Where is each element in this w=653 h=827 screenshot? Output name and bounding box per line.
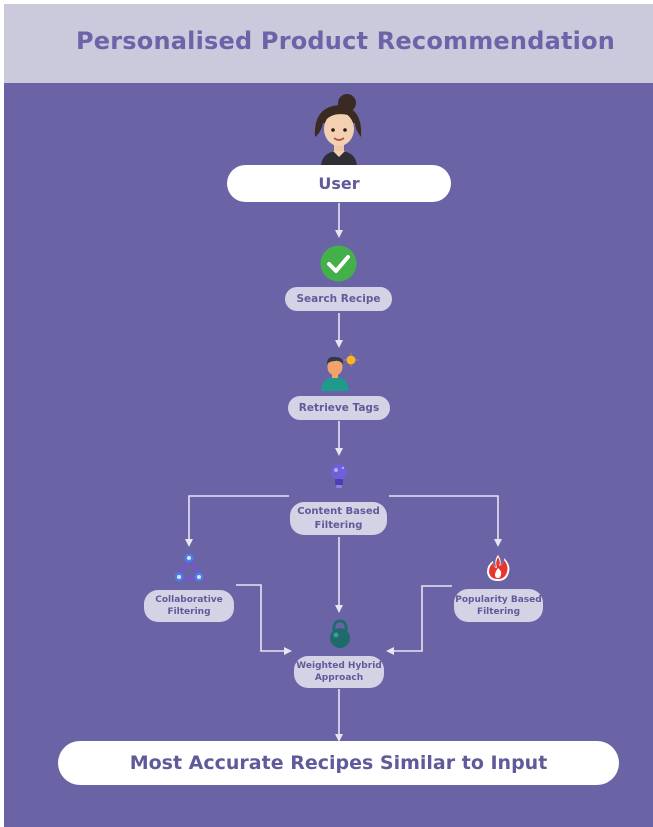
- weighted-hybrid-node: Weighted Hybrid Approach: [294, 656, 384, 688]
- search-recipe-node: Search Recipe: [285, 287, 392, 311]
- edge-content-collab: [185, 495, 289, 547]
- header-banner: Personalised Product Recommendation: [4, 4, 653, 83]
- user-node: User: [227, 165, 451, 202]
- edge-collab-weighted: [236, 584, 292, 655]
- diagram-panel: [4, 83, 653, 827]
- weighted-hybrid-line2: Approach: [314, 673, 364, 683]
- edge-content-popularity: [389, 495, 502, 547]
- collaborative-filtering-node: Collaborative Filtering: [144, 590, 234, 622]
- page-title: Personalised Product Recommendation: [76, 27, 616, 55]
- edge-popularity-weighted: [386, 585, 452, 655]
- output-node: Most Accurate Recipes Similar to Input: [58, 741, 619, 785]
- network-users-icon: [175, 554, 203, 582]
- collaborative-filtering-line2: Filtering: [167, 607, 211, 617]
- retrieve-tags-label: Retrieve Tags: [298, 402, 380, 414]
- person-idea-icon: [321, 353, 358, 391]
- user-label: User: [318, 174, 360, 193]
- popularity-filtering-line1: Popularity Based: [455, 594, 542, 605]
- weighted-hybrid-line1: Weighted Hybrid: [296, 661, 382, 671]
- output-label: Most Accurate Recipes Similar to Input: [129, 752, 548, 774]
- popularity-filtering-line2: Filtering: [476, 606, 521, 617]
- lightbulb-icon: [331, 464, 347, 488]
- content-filtering-node: Content Based Filtering: [290, 502, 387, 535]
- content-filtering-line2: Filtering: [314, 519, 363, 531]
- search-recipe-label: Search Recipe: [296, 293, 381, 305]
- retrieve-tags-node: Retrieve Tags: [288, 396, 390, 420]
- popularity-filtering-node: Popularity Based Filtering: [454, 589, 543, 622]
- checkmark-icon: [320, 245, 357, 282]
- user-avatar-icon: [314, 94, 362, 165]
- kettlebell-icon: [330, 619, 350, 648]
- content-filtering-line1: Content Based: [297, 505, 380, 517]
- collaborative-filtering-line1: Collaborative: [155, 595, 223, 605]
- fire-icon: [487, 555, 510, 581]
